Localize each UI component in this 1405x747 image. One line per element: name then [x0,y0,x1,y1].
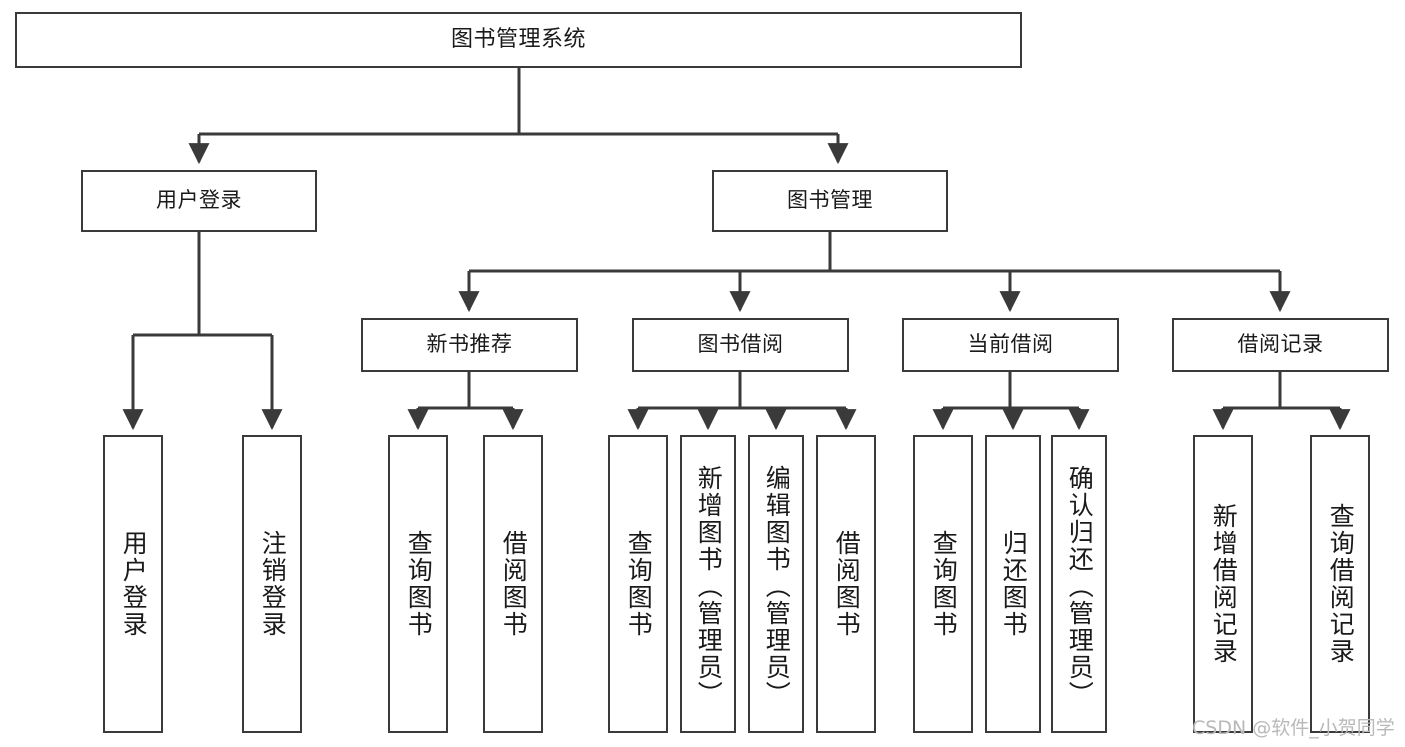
leaf-add-borrow-record-label: 新增借阅记录 [1209,503,1239,665]
node-borrow-record-label: 借阅记录 [1237,332,1324,357]
watermark: CSDN @软件_小贺同学 [1192,717,1395,739]
node-book-borrow[interactable]: 图书借阅 [632,318,849,372]
leaf-user-logout-label: 注销登录 [258,530,288,638]
node-root[interactable]: 图书管理系统 [15,12,1022,68]
leaf-borrow-book-2[interactable]: 借阅图书 [816,435,876,733]
leaf-return-book[interactable]: 归还图书 [985,435,1041,733]
leaf-user-login[interactable]: 用户登录 [103,435,163,733]
node-borrow-record[interactable]: 借阅记录 [1172,318,1389,372]
leaf-return-book-label: 归还图书 [999,530,1029,638]
node-new-book-recommend-label: 新书推荐 [426,332,513,357]
leaf-query-book-2-label: 查询图书 [624,530,654,638]
leaf-query-borrow-record[interactable]: 查询借阅记录 [1310,435,1370,733]
leaf-add-book-admin[interactable]: 新增图书（管理员） [680,435,736,733]
node-current-borrow-label: 当前借阅 [967,332,1054,357]
leaf-query-book-1-label: 查询图书 [404,530,434,638]
leaf-query-book-1[interactable]: 查询图书 [388,435,448,733]
node-root-label: 图书管理系统 [450,26,586,52]
node-new-book-recommend[interactable]: 新书推荐 [361,318,578,372]
leaf-confirm-return-admin-label: 确认归还（管理员） [1065,464,1095,708]
node-user-login-label: 用户登录 [156,188,242,213]
leaf-user-logout[interactable]: 注销登录 [242,435,302,733]
node-current-borrow[interactable]: 当前借阅 [902,318,1119,372]
node-book-manage[interactable]: 图书管理 [712,170,948,232]
leaf-edit-book-admin[interactable]: 编辑图书（管理员） [748,435,804,733]
leaf-add-borrow-record[interactable]: 新增借阅记录 [1193,435,1253,733]
leaf-query-book-3[interactable]: 查询图书 [913,435,973,733]
leaf-query-book-2[interactable]: 查询图书 [608,435,668,733]
node-user-login[interactable]: 用户登录 [81,170,317,232]
node-book-borrow-label: 图书借阅 [697,332,784,357]
leaf-add-book-admin-label: 新增图书（管理员） [694,464,724,708]
leaf-confirm-return-admin[interactable]: 确认归还（管理员） [1051,435,1107,733]
leaf-query-borrow-record-label: 查询借阅记录 [1326,503,1356,665]
node-book-manage-label: 图书管理 [787,188,873,213]
leaf-query-book-3-label: 查询图书 [929,530,959,638]
leaf-user-login-label: 用户登录 [119,530,149,638]
leaf-edit-book-admin-label: 编辑图书（管理员） [762,464,792,708]
leaf-borrow-book-1-label: 借阅图书 [499,530,529,638]
leaf-borrow-book-2-label: 借阅图书 [832,530,862,638]
leaf-borrow-book-1[interactable]: 借阅图书 [483,435,543,733]
